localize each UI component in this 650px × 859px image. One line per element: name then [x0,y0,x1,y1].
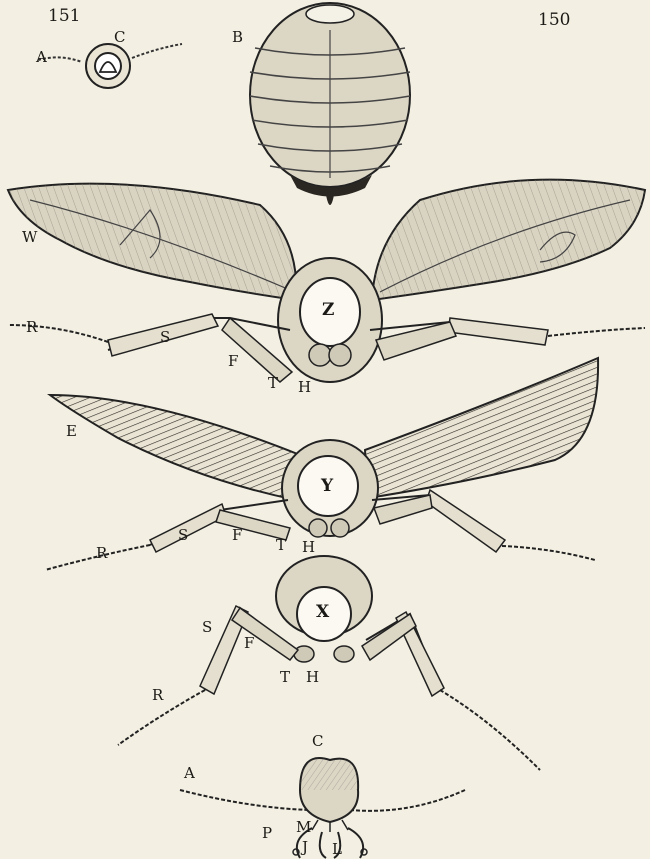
label-x: X [316,604,329,621]
label-c-top: C [114,30,125,45]
label-e: E [66,424,77,439]
label-t-2: T [276,538,286,553]
label-f-1: F [228,354,238,369]
label-a-bottom: A [184,766,195,781]
figure-number-right: 150 [538,12,570,29]
label-z: Z [322,302,334,319]
label-s-1: S [160,330,170,345]
label-j: J [302,840,308,855]
fig151-head [38,44,182,88]
label-f-2: F [232,528,242,543]
label-t-1: T [268,376,278,391]
label-h-1: H [298,380,311,395]
label-r-2: R [96,546,107,561]
label-a-top: A [36,50,47,65]
elytron-left [50,395,300,500]
thorax-z [8,258,645,382]
label-s-3: S [202,620,212,635]
abdomen-drawing [250,3,410,205]
elytron-right [365,358,598,498]
label-s-2: S [178,528,188,543]
label-h-2: H [302,540,315,555]
figure-number-left: 151 [48,8,80,25]
label-f-3: F [244,636,254,651]
label-l: L [332,842,342,857]
label-w: W [22,230,37,245]
head-c [180,758,465,858]
label-y: Y [321,478,333,495]
label-r-1: R [26,320,37,335]
label-t-3: T [280,670,290,685]
label-m: M [296,820,311,835]
thorax-x [118,556,540,770]
label-c-bottom: C [312,734,323,749]
label-h-3: H [306,670,319,685]
label-r-3: R [152,688,163,703]
hindwing-left [8,184,296,300]
label-b: B [232,30,243,45]
label-p: P [262,826,272,841]
hindwing-right [372,180,645,300]
